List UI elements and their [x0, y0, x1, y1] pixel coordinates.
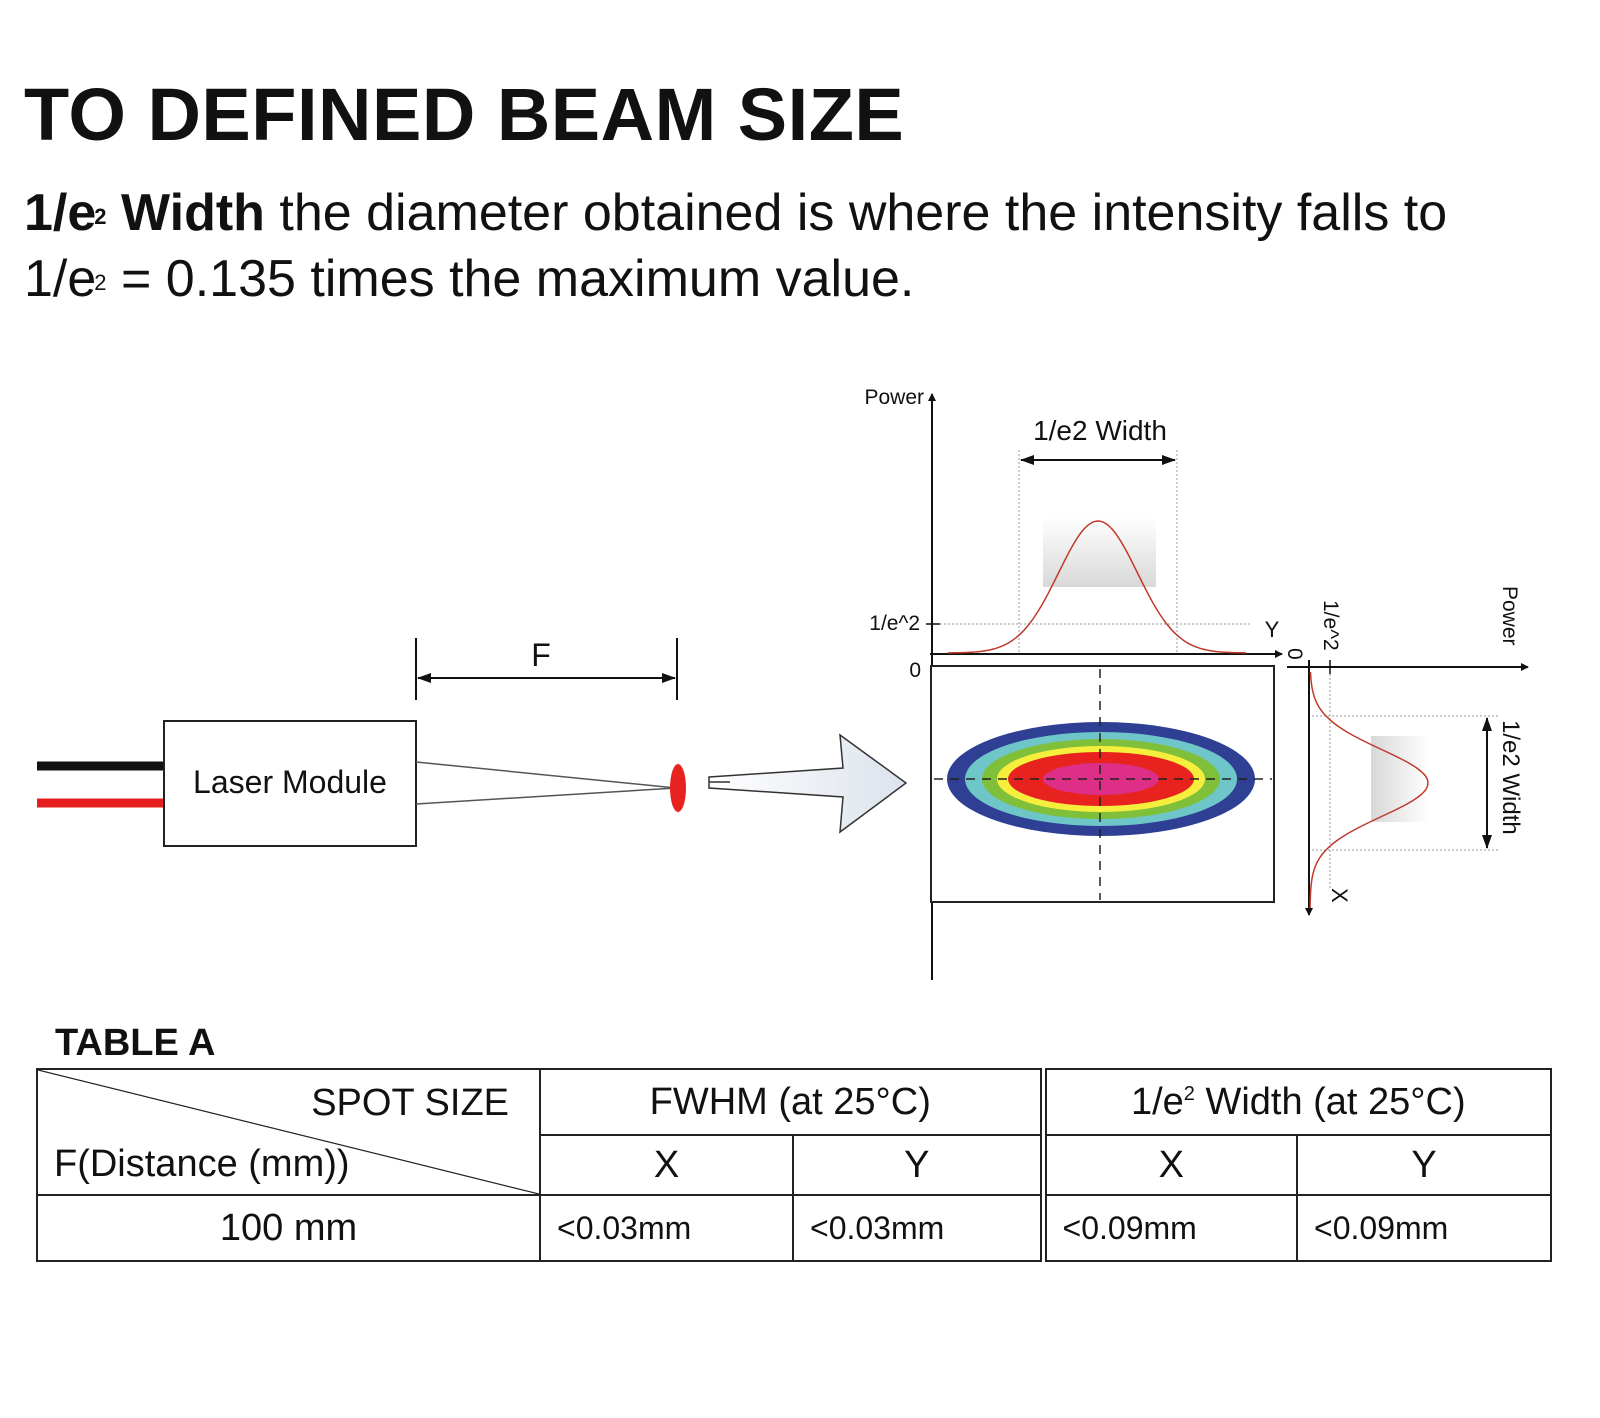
side-gaussian-curve	[1309, 671, 1429, 908]
distance-cell: 100 mm	[36, 1194, 541, 1262]
fwhm-x-header: X	[539, 1134, 794, 1196]
spot-size-table: SPOT SIZE F(Distance (mm)) FWHM (at 25°C…	[36, 1068, 1553, 1262]
top-threshold-label: 1/e^2	[869, 612, 920, 635]
table-subheader-row: X Y X Y	[37, 1134, 1553, 1196]
e2-x-header: X	[1039, 1134, 1299, 1196]
fwhm-y-header: Y	[791, 1134, 1045, 1196]
beam-upper-edge	[415, 761, 677, 789]
distance-header: F(Distance (mm))	[54, 1143, 350, 1185]
top-shade-block	[1043, 517, 1156, 587]
side-width-label: 1/e2 Width	[1497, 720, 1524, 835]
side-power-label: Power	[1498, 586, 1521, 646]
definition-text: 1/e2 Width the diameter obtained is wher…	[24, 184, 1448, 308]
fwhm-header: FWHM (at 25°C)	[538, 1068, 1045, 1136]
spot-size-header: SPOT SIZE	[311, 1082, 509, 1124]
top-axis-y-label: Y	[1265, 617, 1280, 642]
top-zero-label: 0	[909, 659, 921, 682]
beam-size-diagram: Laser Module F Power 1/e^2 0 Y 1/e2 Widt…	[37, 386, 1529, 980]
transition-arrow	[708, 733, 908, 834]
table-header-row: SPOT SIZE F(Distance (mm)) FWHM (at 25°C…	[36, 1068, 1553, 1196]
fwhm-y-cell: <0.03mm	[791, 1194, 1045, 1262]
e2-y-header: Y	[1296, 1134, 1553, 1196]
table-row: 100 mm <0.03mm <0.03mm <0.09mm <0.09mm	[36, 1194, 1553, 1262]
beam-lower-edge	[415, 787, 677, 805]
top-width-label: 1/e2 Width	[1033, 415, 1167, 446]
distance-label: F	[531, 637, 551, 673]
side-threshold-label: 1/e^2	[1319, 600, 1342, 651]
top-gaussian-curve	[948, 520, 1246, 654]
fwhm-x-cell: <0.03mm	[539, 1194, 794, 1262]
page-title: TO DEFINED BEAM SIZE	[24, 73, 905, 156]
focus-spot	[670, 764, 686, 812]
definition-term: 1/e2 Width	[24, 184, 265, 242]
top-power-label: Power	[864, 386, 924, 409]
table-corner-header: SPOT SIZE F(Distance (mm))	[36, 1068, 541, 1196]
laser-module-label: Laser Module	[193, 764, 387, 800]
laser-module-box	[163, 720, 417, 847]
e2-x-cell: <0.09mm	[1039, 1194, 1299, 1262]
side-zero-label: 0	[1283, 648, 1306, 660]
e2-width-header: 1/e2 Width (at 25°C)	[1039, 1068, 1553, 1136]
e2-y-cell: <0.09mm	[1296, 1194, 1553, 1262]
corner-diagonal	[38, 1070, 539, 1194]
table-label: TABLE A	[55, 1022, 216, 1064]
side-axis-x-label: X	[1327, 888, 1352, 903]
